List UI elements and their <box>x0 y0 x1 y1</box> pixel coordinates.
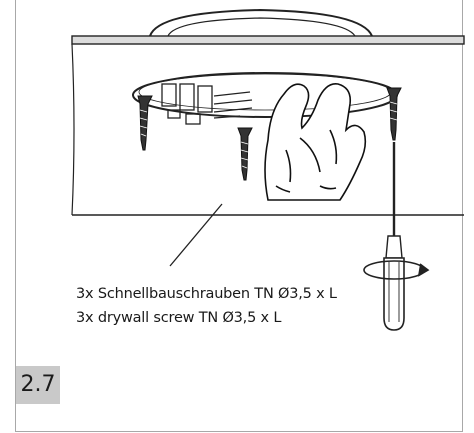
mounting-ring-top <box>149 8 373 37</box>
screwdriver <box>383 142 405 331</box>
drywall-screw-middle <box>237 127 253 181</box>
drywall-screw-left <box>137 95 153 151</box>
ceiling-board <box>71 35 465 45</box>
plate-cutouts <box>161 83 253 125</box>
caption-english: 3x drywall screw TN Ø3,5 x L <box>76 310 282 326</box>
hand <box>264 83 367 201</box>
rotation-arrow-icon <box>363 260 430 280</box>
drywall-screw-right <box>386 87 402 141</box>
page-frame <box>15 0 463 432</box>
leader-line <box>169 203 223 267</box>
step-number-badge: 2.7 <box>16 366 60 404</box>
caption-german: 3x Schnellbauschrauben TN Ø3,5 x L <box>76 286 337 302</box>
